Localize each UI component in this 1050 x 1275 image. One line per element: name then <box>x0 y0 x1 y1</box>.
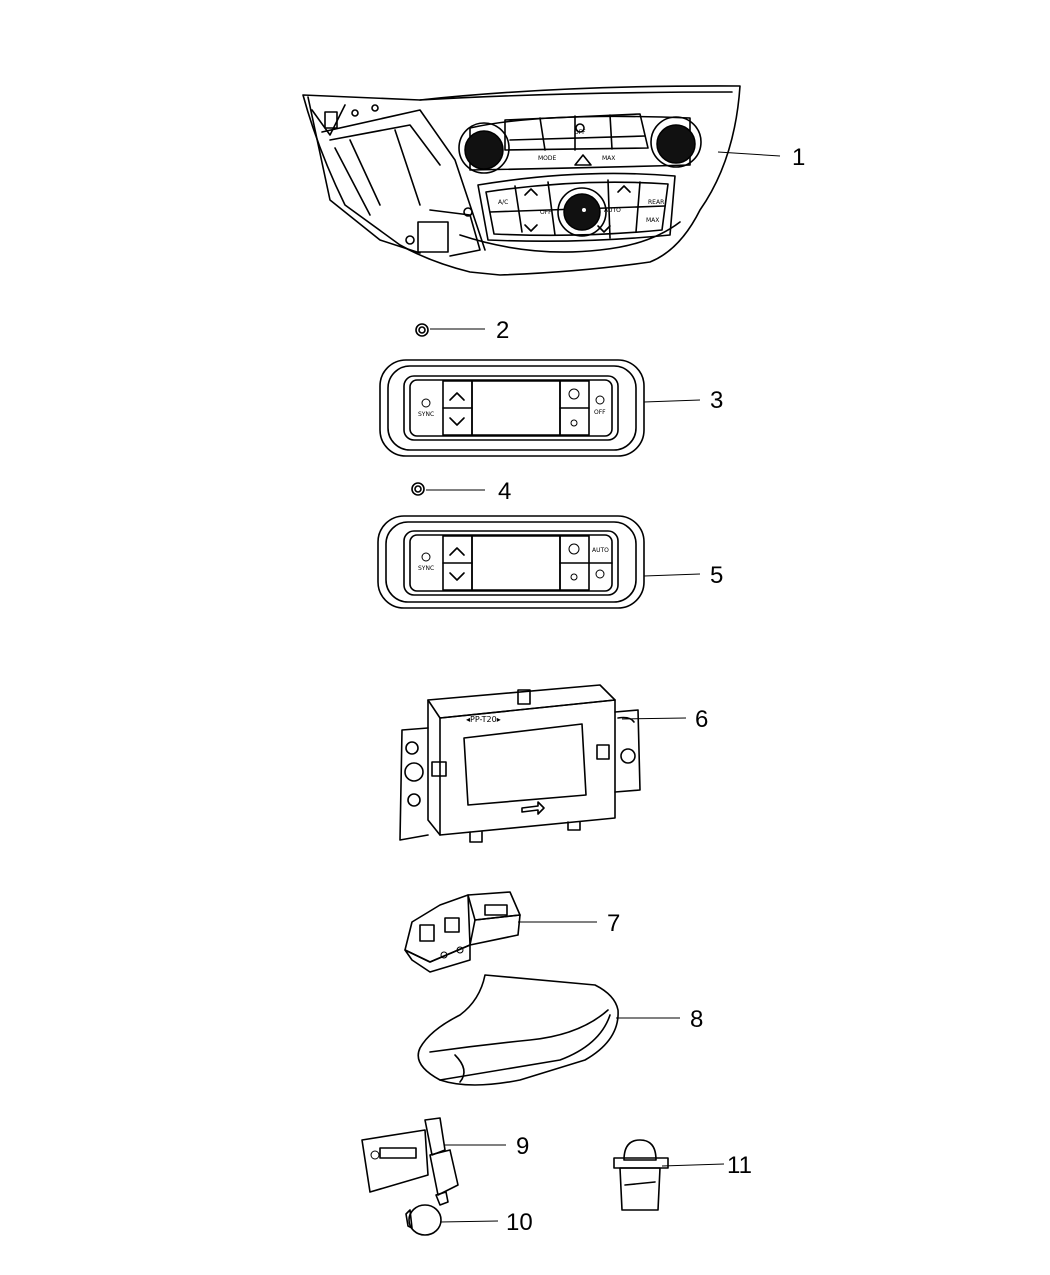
off-label-3: OFF <box>594 409 606 416</box>
part-11-sensor <box>613 1139 669 1211</box>
callout-3: 3 <box>710 387 723 414</box>
sync-label-3: SYNC <box>418 411 434 418</box>
module-marking: ◂PP-T20▸ <box>466 715 501 724</box>
callout-4: 4 <box>498 478 511 505</box>
callout-1: 1 <box>792 144 805 171</box>
callout-11: 11 <box>727 1152 752 1179</box>
climate-fan-knob <box>563 193 601 231</box>
callout-6: 6 <box>695 706 708 733</box>
auto-label: AUTO <box>604 207 621 214</box>
part-6-control-module: ◂PP-T20▸ <box>399 684 641 843</box>
off-label: OFF <box>540 209 552 216</box>
callout-10: 10 <box>506 1209 533 1236</box>
svg-text:MODE: MODE <box>538 155 557 162</box>
auto-label-5: AUTO <box>592 547 609 554</box>
part-8-housing-cover <box>417 974 619 1086</box>
part-4-screw <box>411 482 425 496</box>
sync-label-5: SYNC <box>418 565 434 572</box>
max-defrost-label: MAX <box>646 217 659 224</box>
part-10-cap <box>405 1204 442 1236</box>
callout-5: 5 <box>710 562 723 589</box>
max-label: MAX <box>602 155 615 162</box>
callout-2: 2 <box>496 317 509 344</box>
callout-8: 8 <box>690 1006 703 1033</box>
ac-label: A/C <box>498 199 508 206</box>
rear-defrost-label: REAR <box>648 199 664 206</box>
part-3-rear-climate-control: OFF SYNC <box>379 359 645 457</box>
callout-9: 9 <box>516 1133 529 1160</box>
part-9-sensor-bracket <box>361 1117 459 1206</box>
part-7-sensor-assembly <box>404 891 521 973</box>
callout-7: 7 <box>607 910 620 937</box>
part-5-rear-climate-control-auto: AUTO SYNC <box>377 515 645 609</box>
left-volume-knob <box>464 130 504 170</box>
part-2-screw <box>415 323 429 337</box>
right-tune-knob <box>656 124 696 164</box>
part-1-bezel-climate-control: MODE MAX OFF A/C OFF AUTO REAR MAX <box>302 85 741 276</box>
